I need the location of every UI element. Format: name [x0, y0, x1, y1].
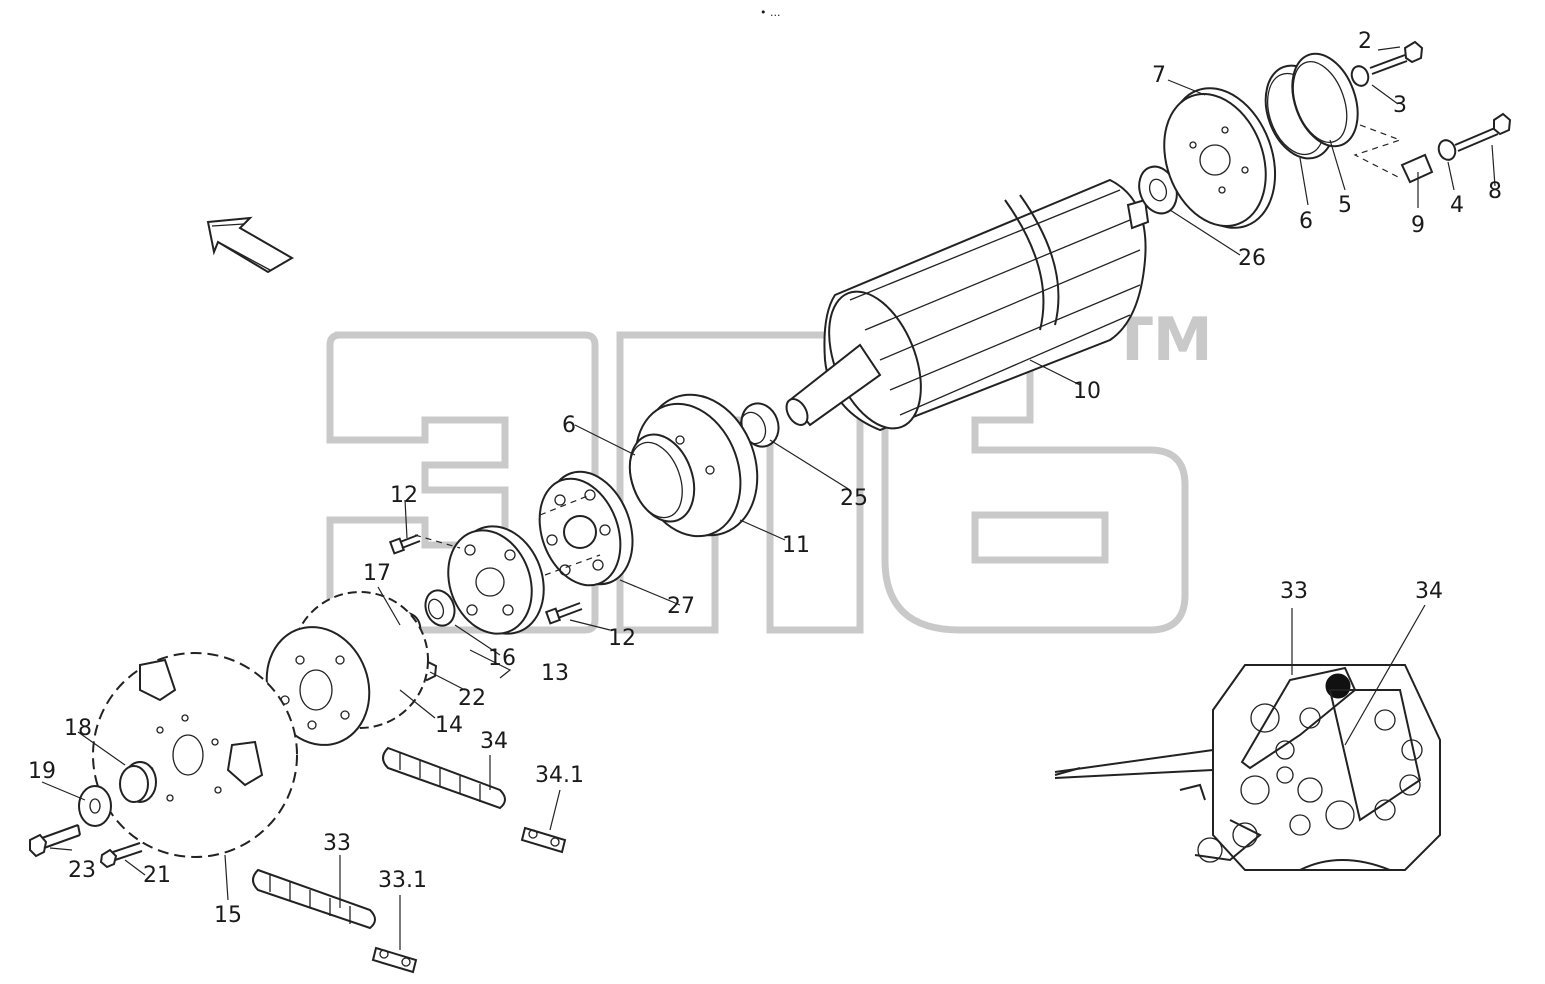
- callout-22: 22: [458, 686, 486, 711]
- callout-10: 10: [1073, 379, 1101, 404]
- callout-26: 26: [1238, 246, 1266, 271]
- leader-lines: [41, 46, 1496, 950]
- part-21-bolt: [99, 842, 143, 869]
- part-13-disc: [447, 525, 545, 635]
- part-18-bushing: [119, 761, 157, 803]
- part-8-bolt: [1454, 112, 1512, 152]
- callout-27: 27: [667, 594, 695, 619]
- direction-arrow-icon: [206, 216, 294, 274]
- callout-23: 23: [68, 858, 96, 883]
- roller-drum: [785, 178, 1150, 432]
- callout-19: 19: [28, 759, 56, 784]
- callout-12-bottom: 12: [608, 626, 636, 651]
- callout-6-right: 6: [1299, 209, 1313, 234]
- part-14-sprocket-small: [265, 591, 429, 746]
- part-34-1-link: [520, 826, 567, 854]
- callout-9: 9: [1411, 213, 1425, 238]
- callout-34: 34: [480, 729, 508, 754]
- part-7-pulley: [1163, 87, 1277, 229]
- top-mark: • ...: [760, 6, 780, 19]
- callout-34-1: 34.1: [535, 763, 584, 788]
- callout-25: 25: [840, 486, 868, 511]
- callout-6-left: 6: [562, 413, 576, 438]
- part-33-1-link: [371, 946, 418, 974]
- part-4-washer: [1437, 139, 1457, 161]
- part-2-bolt: [1369, 40, 1424, 75]
- part-5-cover: [1291, 52, 1359, 148]
- inset-callout-33: 33: [1280, 579, 1308, 604]
- callout-17: 17: [363, 561, 391, 586]
- callout-5: 5: [1338, 193, 1352, 218]
- part-3-washer: [1350, 65, 1370, 87]
- callout-7: 7: [1152, 63, 1166, 88]
- part-19-washer: [78, 785, 112, 827]
- callout-14: 14: [435, 713, 463, 738]
- part-27-hub: [538, 470, 634, 587]
- callout-13: 13: [541, 661, 569, 686]
- callout-3: 3: [1393, 93, 1407, 118]
- callout-21: 21: [143, 863, 171, 888]
- callout-11: 11: [782, 533, 810, 558]
- callout-33: 33: [323, 831, 351, 856]
- part-34-chain: [382, 746, 506, 810]
- callout-12-top: 12: [390, 483, 418, 508]
- callout-8: 8: [1488, 179, 1502, 204]
- part-23-bolt: [29, 824, 81, 858]
- part-33-chain: [252, 868, 376, 930]
- callout-2: 2: [1358, 29, 1372, 54]
- part-9-spacer: [1400, 153, 1434, 184]
- inset-callout-34: 34: [1415, 579, 1443, 604]
- part-6-ring-left: [628, 433, 696, 523]
- callout-4: 4: [1450, 193, 1464, 218]
- callout-18: 18: [64, 716, 92, 741]
- baler-schematic-inset: 33 34: [1054, 579, 1443, 871]
- part-12-bolts: [388, 534, 583, 625]
- part-15-sprocket-large: [92, 652, 298, 858]
- callout-labels: 2 3 4 5 6 7 8 9 10 11 12 12 13 14 15 16 …: [28, 29, 1502, 928]
- part-16-bearing: [424, 589, 456, 627]
- callout-33-1: 33.1: [378, 868, 427, 893]
- callout-15: 15: [214, 903, 242, 928]
- callout-16: 16: [488, 646, 516, 671]
